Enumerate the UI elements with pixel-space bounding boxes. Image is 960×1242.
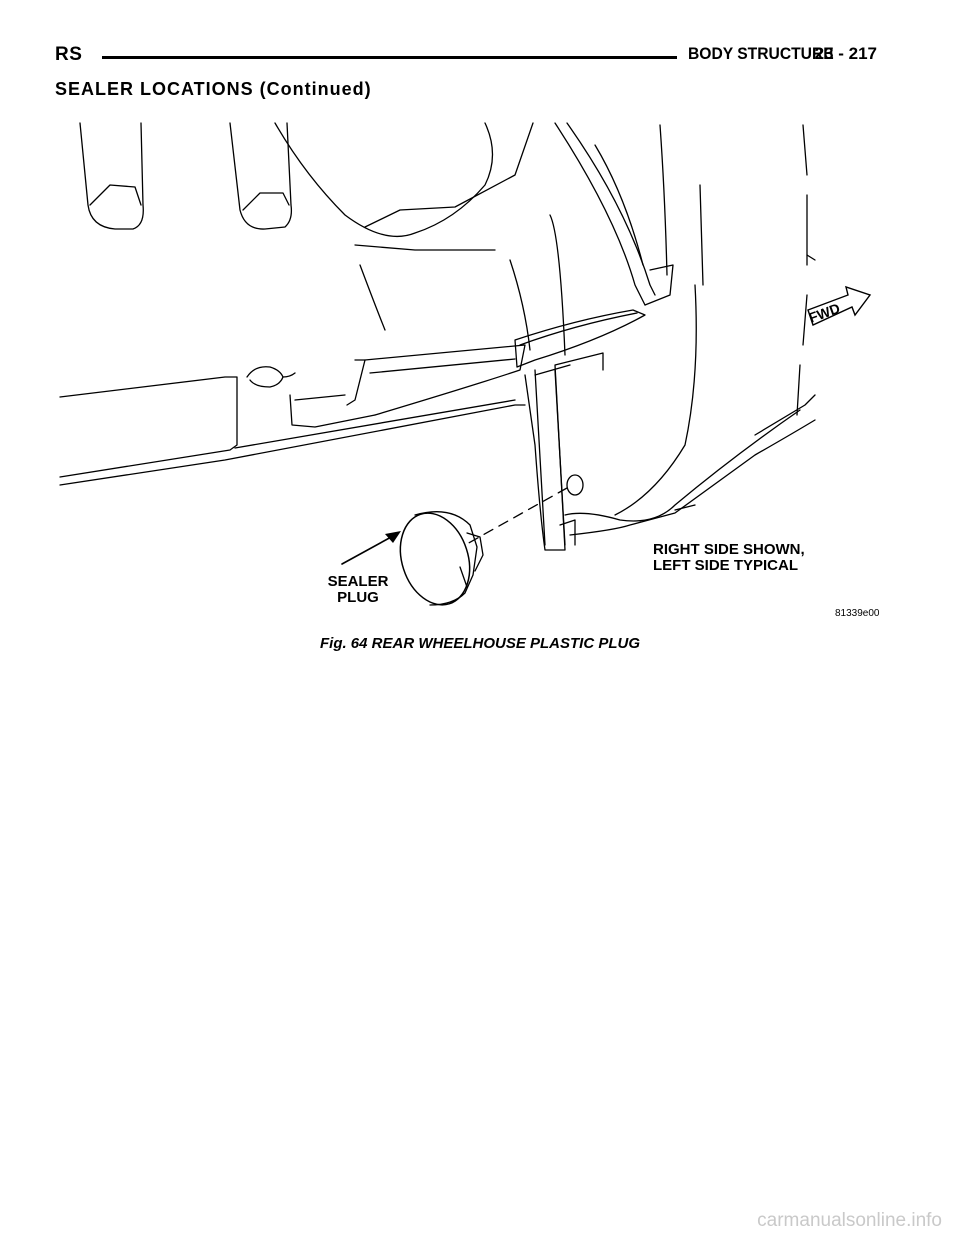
side-note-line2: LEFT SIDE TYPICAL xyxy=(653,557,799,574)
sealer-plug-label: SEALER PLUG xyxy=(318,574,398,606)
watermark: carmanualsonline.info xyxy=(757,1210,942,1231)
header-model-code: RS xyxy=(55,44,83,65)
figure-code: 81339e00 xyxy=(835,608,880,619)
header-page-number: 23 - 217 xyxy=(814,44,877,63)
figure-caption: Fig. 64 REAR WHEELHOUSE PLASTIC PLUG xyxy=(319,635,641,652)
header-section-title: BODY STRUCTURE xyxy=(688,44,834,63)
header-rule xyxy=(102,56,677,59)
figure-rear-wheelhouse-plug: FWD SEALER PLUG RIGHT SIDE SHOWN, LEFT S… xyxy=(55,115,885,625)
page-header: RS BODY STRUCTURE 23 - 217 xyxy=(55,44,877,70)
fwd-label: FWD xyxy=(807,300,842,326)
section-title: SEALER LOCATIONS (Continued) xyxy=(55,79,372,99)
side-note-line1: RIGHT SIDE SHOWN, xyxy=(653,541,805,558)
figure-line-drawing: FWD xyxy=(59,122,872,606)
sealer-plug-label-line1: SEALER xyxy=(327,573,389,590)
side-note-label: RIGHT SIDE SHOWN, LEFT SIDE TYPICAL xyxy=(653,542,805,574)
sealer-plug-label-line2: PLUG xyxy=(337,589,379,606)
